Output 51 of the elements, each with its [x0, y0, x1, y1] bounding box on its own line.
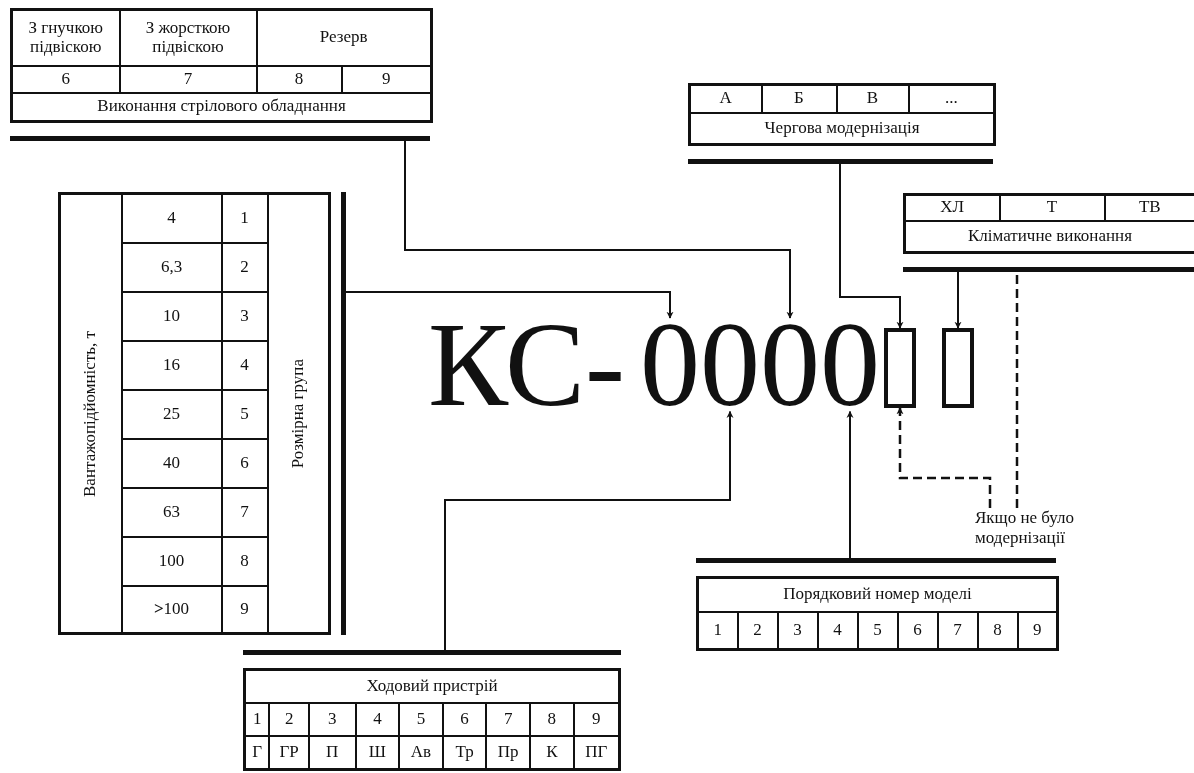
code-characters: 0 [820, 318, 880, 412]
code-characters: 0 [760, 318, 820, 412]
arrow [404, 140, 794, 319]
table-cell: 25 [121, 389, 222, 439]
table-cell: А [689, 84, 762, 113]
arrow [846, 410, 854, 559]
code-characters: КС- [428, 318, 626, 412]
placeholder-box [884, 328, 916, 408]
table-cell: Т [999, 194, 1105, 221]
placeholder-box [942, 328, 974, 408]
note-text: Якщо не було модернізації [975, 508, 1100, 548]
arrow [954, 271, 962, 329]
arrow [444, 410, 734, 651]
code-table [688, 83, 993, 164]
code-table [903, 193, 1194, 272]
code-table [58, 192, 346, 635]
table-cell: 6,3 [121, 242, 222, 292]
table-cell: 100 [121, 536, 222, 586]
arrow [839, 163, 904, 329]
table-cell: 1 [221, 193, 268, 243]
table-cell: 6 [11, 65, 120, 93]
vertical-heading: Вантажопідйомність, т [81, 330, 101, 497]
table-cell: ХЛ [904, 194, 1000, 221]
code-table [10, 8, 430, 141]
table-cell: З гнучкою підвіскою [11, 9, 120, 66]
code-table [696, 558, 1056, 651]
connector-line [1015, 272, 1019, 508]
table-cell: Б [761, 84, 837, 113]
table-cell: 6 [442, 702, 487, 736]
code-table [243, 650, 621, 771]
code-characters: 0 [700, 318, 760, 412]
table-cell: В [836, 84, 909, 113]
table-cell: 3 [308, 702, 356, 736]
table-cell: 8 [530, 702, 574, 736]
table-cell: 16 [121, 340, 222, 390]
table-cell: 7 [486, 702, 531, 736]
table-cell: 5 [399, 702, 443, 736]
table-cell: 63 [121, 487, 222, 537]
table-cell: 2 [269, 702, 309, 736]
vertical-heading: Розмірна група [288, 358, 308, 469]
table-cell: 7 [119, 65, 257, 93]
table-cell: 10 [121, 291, 222, 341]
table-cell: 4 [355, 702, 400, 736]
table-cell: 40 [121, 438, 222, 488]
table-cell: 4 [121, 193, 222, 243]
table-cell: 8 [256, 65, 342, 93]
table-cell: З жорсткою підвіскою [119, 9, 257, 66]
arrow [896, 407, 992, 508]
table-cell: 1 [244, 702, 270, 736]
arrow [345, 291, 674, 319]
code-characters: 0 [640, 318, 700, 412]
